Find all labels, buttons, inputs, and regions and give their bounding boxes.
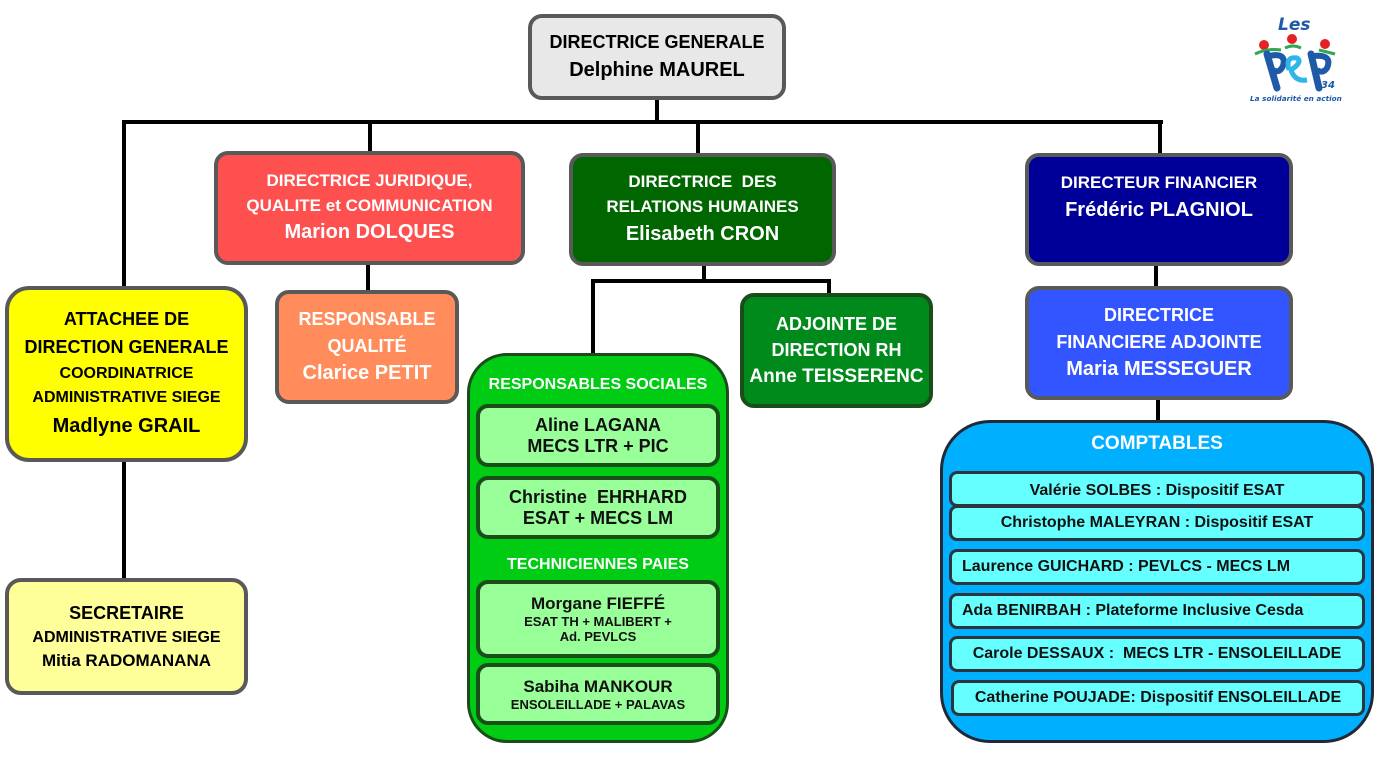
node-directrice-financiere-adjointe[interactable]: DIRECTRICE FINANCIERE ADJOINTE Maria MES… bbox=[1025, 286, 1293, 400]
logo-brand-text: Les bbox=[1278, 15, 1310, 35]
card-text: Carole DESSAUX : MECS LTR - ENSOLEILLADE bbox=[972, 645, 1342, 662]
node-title: DIRECTRICE DES bbox=[628, 172, 777, 192]
card-text: Ada BENIRBAH : Plateforme Inclusive Cesd… bbox=[962, 602, 1304, 619]
node-name: Mitia RADOMANANA bbox=[41, 650, 212, 670]
les-pep-34-logo: Les 34 La solidarité en action bbox=[1245, 10, 1345, 105]
logo-number-text: 34 bbox=[1321, 80, 1335, 91]
node-title: DIRECTEUR FINANCIER bbox=[1060, 173, 1258, 192]
node-name: Frédéric PLAGNIOL bbox=[1065, 198, 1253, 221]
node-name: Delphine MAUREL bbox=[569, 58, 745, 81]
connector-to-juridique bbox=[368, 124, 372, 152]
card-responsable-sociale[interactable]: Aline LAGANA MECS LTR + PIC bbox=[476, 404, 720, 467]
connector-attachee-secretaire bbox=[122, 460, 126, 580]
card-comptable[interactable]: Laurence GUICHARD : PEVLCS - MECS LM bbox=[949, 549, 1365, 585]
node-title: ADMINISTRATIVE SIEGE bbox=[32, 628, 221, 646]
node-title: FINANCIERE ADJOINTE bbox=[1056, 331, 1262, 352]
connector-to-rh bbox=[696, 122, 700, 154]
node-title: RESPONSABLE bbox=[298, 309, 436, 330]
node-title: DIRECTRICE GENERALE bbox=[549, 32, 765, 53]
node-title: RELATIONS HUMAINES bbox=[606, 197, 799, 216]
node-title: ADMINISTRATIVE SIEGE bbox=[32, 389, 221, 407]
logo-tagline-text: La solidarité en action bbox=[1250, 94, 1342, 103]
node-title: DIRECTION RH bbox=[771, 339, 902, 360]
card-name: Sabiha MANKOUR bbox=[523, 676, 673, 696]
card-technicienne-paie[interactable]: Sabiha MANKOUR ENSOLEILLADE + PALAVAS bbox=[476, 663, 720, 725]
card-text: Catherine POUJADE: Dispositif ENSOLEILLA… bbox=[974, 689, 1342, 706]
card-comptable[interactable]: Catherine POUJADE: Dispositif ENSOLEILLA… bbox=[951, 680, 1365, 716]
node-directrice-juridique[interactable]: DIRECTRICE JURIDIQUE, QUALITE et COMMUNI… bbox=[214, 151, 525, 265]
node-directrice-generale[interactable]: DIRECTRICE GENERALE Delphine MAUREL bbox=[528, 14, 786, 100]
card-text: Christophe MALEYRAN : Dispositif ESAT bbox=[1000, 514, 1314, 531]
node-name: Madlyne GRAIL bbox=[52, 415, 201, 438]
node-title: QUALITÉ bbox=[327, 335, 407, 356]
node-title: COORDINATRICE bbox=[59, 364, 194, 382]
node-title: DIRECTRICE JURIDIQUE, bbox=[266, 170, 473, 190]
card-comptable[interactable]: Ada BENIRBAH : Plateforme Inclusive Cesd… bbox=[949, 593, 1365, 629]
node-name: Elisabeth CRON bbox=[625, 222, 780, 245]
node-directeur-financier[interactable]: DIRECTEUR FINANCIER Frédéric PLAGNIOL bbox=[1025, 153, 1293, 266]
node-name: Clarice PETIT bbox=[302, 361, 432, 384]
group-comptables: COMPTABLES Valérie SOLBES : Dispositif E… bbox=[940, 420, 1374, 743]
node-name: Marion DOLQUES bbox=[284, 221, 455, 244]
connector-finance-adjoint bbox=[1154, 264, 1158, 288]
connector-to-attachee bbox=[122, 120, 126, 288]
card-text: Laurence GUICHARD : PEVLCS - MECS LM bbox=[962, 558, 1291, 575]
card-scope: MECS LTR + PIC bbox=[527, 435, 669, 456]
connector-general-down bbox=[655, 98, 659, 122]
card-scope: ENSOLEILLADE + PALAVAS bbox=[510, 696, 686, 712]
card-scope: ESAT TH + MALIBERT + bbox=[524, 614, 672, 629]
connector-rh-horizontal bbox=[591, 279, 831, 283]
group-responsables-sociales: RESPONSABLES SOCIALES Aline LAGANA MECS … bbox=[467, 353, 729, 743]
group-title: COMPTABLES bbox=[1091, 433, 1223, 454]
card-comptable[interactable]: Valérie SOLBES : Dispositif ESAT bbox=[949, 471, 1365, 507]
node-title: DIRECTION GENERALE bbox=[24, 336, 229, 357]
node-name: Maria MESSEGUER bbox=[1066, 357, 1252, 380]
node-title: QUALITE et COMMUNICATION bbox=[246, 195, 493, 215]
card-comptable[interactable]: Carole DESSAUX : MECS LTR - ENSOLEILLADE bbox=[949, 636, 1365, 672]
node-title: SECRETAIRE bbox=[69, 602, 184, 623]
node-directrice-rh[interactable]: DIRECTRICE DES RELATIONS HUMAINES Elisab… bbox=[569, 153, 836, 266]
node-title: ATTACHEE DE bbox=[63, 308, 190, 329]
node-adjointe-rh[interactable]: ADJOINTE DE DIRECTION RH Anne TEISSERENC bbox=[740, 293, 933, 408]
card-text: Valérie SOLBES : Dispositif ESAT bbox=[1029, 482, 1285, 499]
group-title: RESPONSABLES SOCIALES bbox=[488, 376, 708, 393]
connector-juridique-qualite bbox=[366, 264, 370, 292]
node-title: DIRECTRICE bbox=[1103, 305, 1214, 326]
card-scope: ESAT + MECS LM bbox=[522, 507, 674, 528]
logo-icon: Les 34 La solidarité en action bbox=[1250, 15, 1342, 103]
card-technicienne-paie[interactable]: Morgane FIEFFÉ ESAT TH + MALIBERT + Ad. … bbox=[476, 580, 720, 658]
card-name: Morgane FIEFFÉ bbox=[530, 594, 666, 613]
card-name: Aline LAGANA bbox=[535, 414, 661, 435]
card-scope: Ad. PEVLCS bbox=[559, 629, 637, 644]
group-subtitle: TECHNICIENNES PAIES bbox=[507, 556, 689, 573]
connector-to-adjoint-rh bbox=[827, 279, 831, 295]
connector-to-comptables bbox=[1156, 398, 1160, 422]
card-responsable-sociale[interactable]: Christine EHRHARD ESAT + MECS LM bbox=[476, 476, 720, 539]
connector-main-horizontal bbox=[122, 120, 1163, 124]
connector-to-finance bbox=[1158, 120, 1162, 154]
card-name: Christine EHRHARD bbox=[508, 486, 687, 507]
node-responsable-qualite[interactable]: RESPONSABLE QUALITÉ Clarice PETIT bbox=[275, 290, 459, 404]
connector-to-sociales bbox=[591, 279, 595, 357]
node-name: Anne TEISSERENC bbox=[749, 365, 924, 387]
node-secretaire[interactable]: SECRETAIRE ADMINISTRATIVE SIEGE Mitia RA… bbox=[5, 578, 248, 695]
node-attachee-direction[interactable]: ATTACHEE DE DIRECTION GENERALE COORDINAT… bbox=[5, 286, 248, 462]
connector-rh-down bbox=[702, 264, 706, 282]
node-title: ADJOINTE DE bbox=[775, 313, 898, 334]
card-comptable[interactable]: Christophe MALEYRAN : Dispositif ESAT bbox=[949, 505, 1365, 541]
